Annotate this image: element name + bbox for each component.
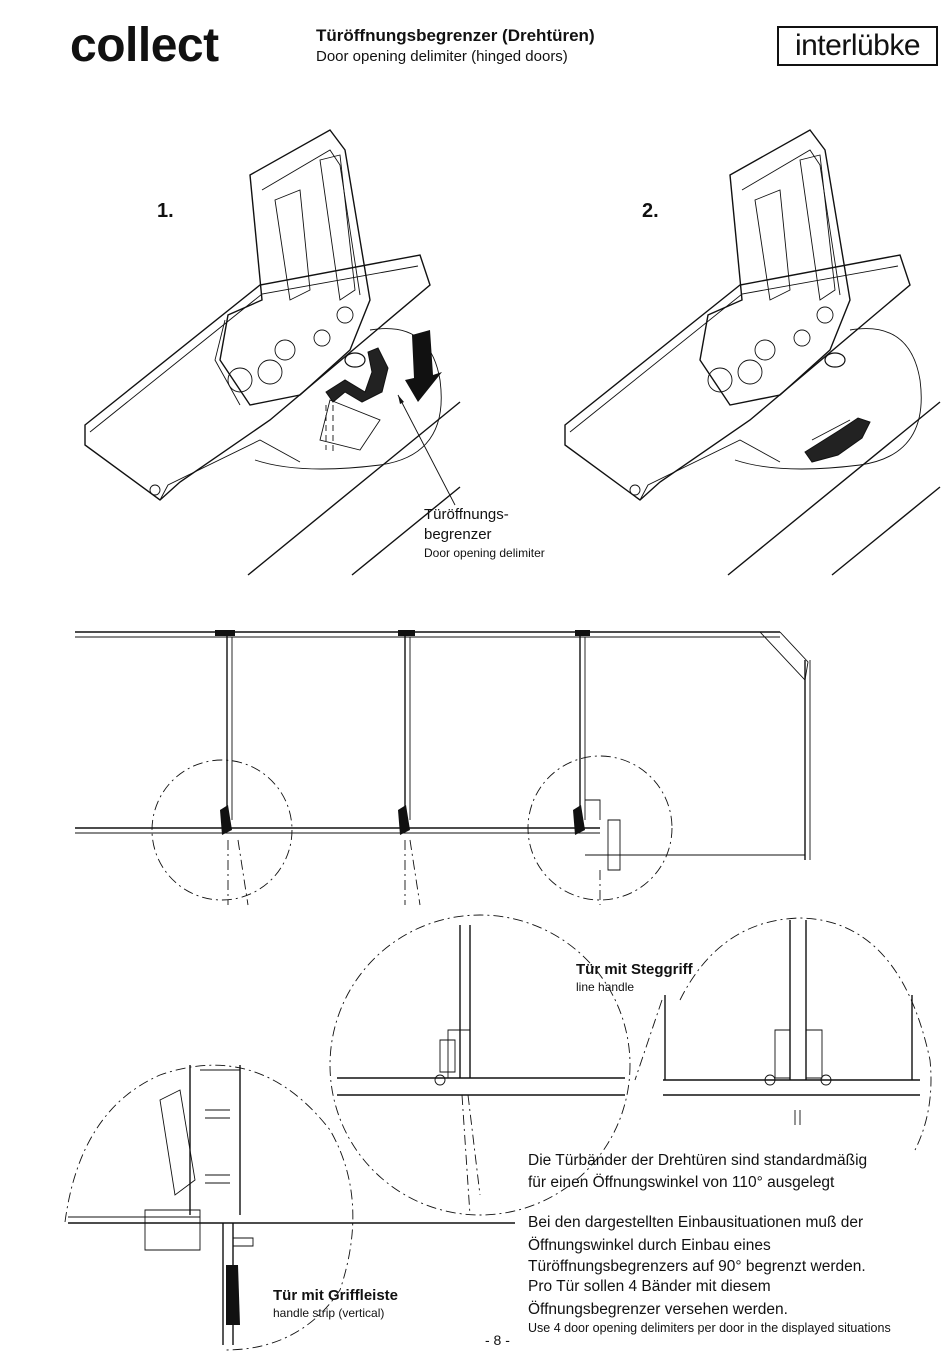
page-number: - 8 - [485, 1332, 510, 1348]
detail-line-handle [329, 914, 932, 1216]
note-p2-line1: Bei den dargestellten Einbausituationen … [528, 1214, 864, 1231]
note-p1-line1: Die Türbänder der Drehtüren sind standar… [528, 1152, 868, 1169]
note-p2-line5: Öffnungsbegrenzer versehen werden. [528, 1301, 788, 1318]
step-number-1: 1. [157, 200, 174, 222]
note-p1-line2: für einen Öffnungswinkel von 110° ausgel… [528, 1174, 835, 1191]
page-title-en: Door opening delimiter (hinged doors) [316, 48, 568, 65]
note-en: Use 4 door opening delimiters per door i… [528, 1321, 891, 1335]
callout-label-de-1: Türöffnungs- [424, 506, 509, 523]
brand-logo-collect: collect [70, 19, 219, 72]
hinge-illustration-step2 [564, 129, 941, 576]
brand-logo-interluebke: interlübke [777, 26, 938, 66]
detail-label-line-handle-en: line handle [576, 980, 635, 994]
cabinet-plan-view [75, 630, 811, 906]
step-number-2: 2. [642, 200, 659, 222]
hinge-illustration-step1 [84, 129, 461, 576]
note-p2-line4: Pro Tür sollen 4 Bänder mit diesem [528, 1278, 771, 1295]
callout-label-en: Door opening delimiter [424, 546, 545, 560]
note-p2-line2: Öffnungswinkel durch Einbau eines [528, 1237, 771, 1254]
detail-handle-strip [64, 1064, 515, 1351]
detail-label-handle-strip-de: Tür mit Griffleiste [273, 1287, 399, 1304]
detail-label-handle-strip-en: handle strip (vertical) [273, 1306, 385, 1320]
callout-label-de-2: begrenzer [424, 526, 492, 543]
note-p2-line3: Türöffnungsbegrenzers auf 90° begrenzt w… [528, 1258, 866, 1275]
page-title-de: Türöffnungsbegrenzer (Drehtüren) [316, 26, 595, 45]
detail-label-line-handle-de: Tür mit Steggriff [576, 961, 693, 978]
